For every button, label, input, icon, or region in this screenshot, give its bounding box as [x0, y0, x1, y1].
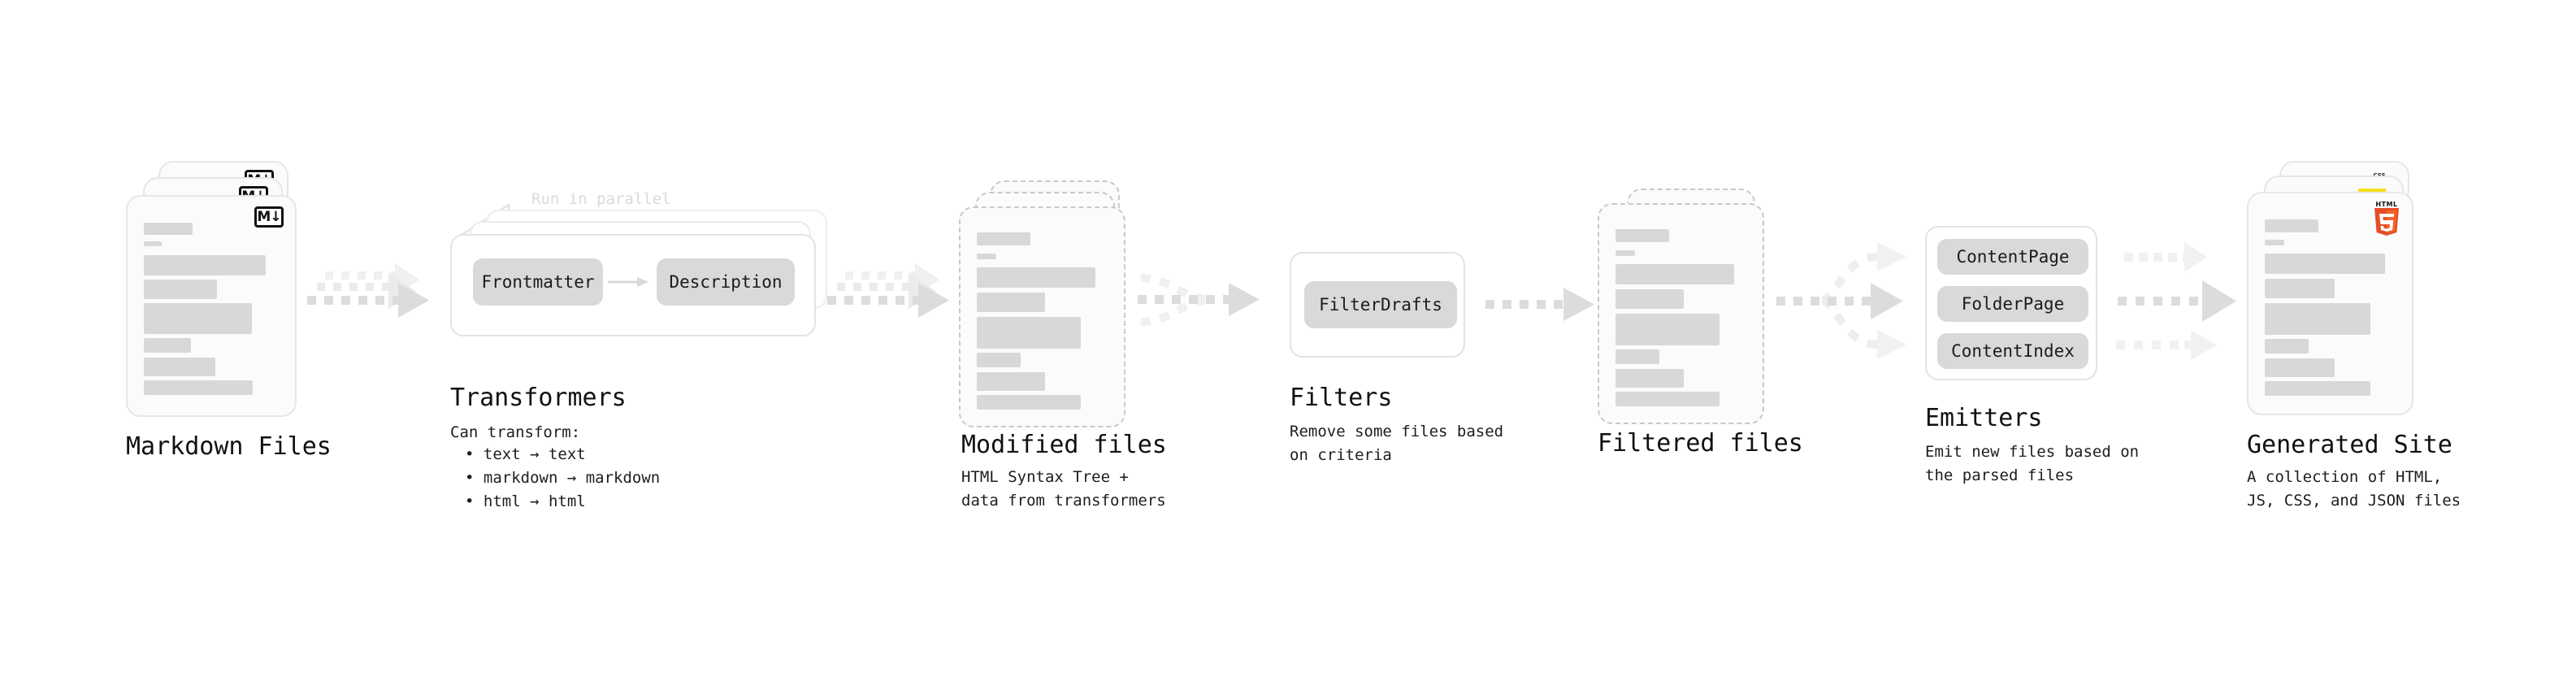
arrow-modified-to-filters — [1138, 268, 1292, 333]
skeleton-line — [977, 372, 1045, 391]
transformer-node-frontmatter[interactable]: Frontmatter — [473, 258, 603, 306]
modified-card-front — [959, 206, 1125, 427]
arrow-md-to-transformers — [307, 263, 437, 333]
skeleton-line — [1615, 289, 1684, 309]
skeleton-line — [1615, 349, 1659, 364]
filtered-files-stack — [1598, 189, 1785, 432]
skeleton-line — [977, 293, 1045, 312]
transformers-title: Transformers — [450, 384, 627, 412]
skeleton-line — [977, 267, 1095, 288]
skeleton-line — [2265, 254, 2385, 274]
skeleton-line — [144, 338, 191, 353]
transformer-inner-arrow-front — [608, 277, 648, 287]
arrow-filters-to-filtered-svg — [1485, 288, 1594, 321]
skeleton-line — [144, 241, 162, 246]
emitter-node-contentindex[interactable]: ContentIndex — [1937, 333, 2088, 369]
arrow-filters-to-filtered — [1485, 288, 1607, 332]
transformer-node-description[interactable]: Description — [657, 258, 795, 306]
generated-site-title: Generated Site — [2247, 431, 2452, 459]
emitters-title: Emitters — [1925, 404, 2043, 432]
skeleton-line — [144, 358, 215, 376]
transformers-subtitle: Can transform: — [450, 423, 581, 441]
emitters-subtitle: Emit new files based on the parsed files — [1925, 443, 2140, 484]
skeleton-line — [977, 353, 1021, 367]
arrow-modified-to-filters-svg — [1138, 274, 1260, 326]
arrow-filtered-to-emitters-svg — [1776, 242, 1906, 359]
html5-shield-svg — [2374, 208, 2399, 236]
run-in-parallel-label: Run in parallel — [531, 190, 671, 208]
transformers-bullet: • html → html — [465, 492, 586, 510]
generated-site-subtitle: A collection of HTML, JS, CSS, and JSON … — [2247, 468, 2461, 510]
markdown-icon-front: M↓ — [254, 206, 284, 228]
skeleton-line — [2265, 358, 2335, 377]
emitter-node-folderpage[interactable]: FolderPage — [1937, 286, 2088, 322]
skeleton-line — [1615, 392, 1720, 406]
generated-card-front: HTML — [2247, 192, 2413, 415]
emitter-box: ContentPage FolderPage ContentIndex — [1925, 226, 2097, 380]
filtered-card-front — [1598, 203, 1764, 424]
skeleton-line — [977, 395, 1081, 410]
skeleton-line — [144, 255, 266, 275]
skeleton-line — [144, 303, 252, 334]
skeleton-line — [977, 232, 1030, 245]
skeleton-line — [1615, 369, 1684, 388]
emitter-node-contentpage[interactable]: ContentPage — [1937, 239, 2088, 275]
markdown-files-stack: M↓ M↓ M↓ — [126, 161, 309, 429]
emitters-group: ContentPage FolderPage ContentIndex — [1925, 226, 2097, 380]
markdown-card-front: M↓ — [126, 195, 297, 417]
transformers-bullet: • text → text — [465, 445, 586, 463]
skeleton-line — [144, 280, 217, 299]
filter-box: FilterDrafts — [1290, 252, 1465, 358]
skeleton-line — [977, 254, 996, 259]
skeleton-line — [1615, 314, 1720, 345]
filter-node-filterdrafts[interactable]: FilterDrafts — [1304, 281, 1457, 328]
transformers-bullet: • markdown → markdown — [465, 468, 661, 487]
skeleton-line — [144, 380, 253, 395]
markdown-files-title: Markdown Files — [126, 432, 332, 461]
transformer-box-front: Frontmatter Description — [450, 234, 816, 336]
skeleton-line — [1615, 264, 1734, 284]
skeleton-line — [1615, 229, 1669, 242]
skeleton-line — [1615, 250, 1635, 256]
modified-files-stack — [959, 180, 1146, 432]
arrow-emitters-to-site — [2113, 234, 2259, 368]
transformers-bullets: • text → text • markdown → markdown • ht… — [465, 443, 660, 514]
html5-icon-label: HTML — [2375, 201, 2398, 208]
filters-title: Filters — [1290, 384, 1393, 412]
filters-group: FilterDrafts — [1290, 252, 1465, 358]
transformers-group: Run in parallel Frontmatter Description — [450, 190, 832, 359]
generated-site-stack: CSS HTML — [2247, 161, 2442, 429]
filtered-files-title: Filtered files — [1598, 429, 1803, 458]
skeleton-line — [2265, 240, 2284, 245]
filters-subtitle: Remove some files based on criteria — [1290, 423, 1504, 464]
arrow-transformers-to-modified-svg — [827, 263, 949, 318]
skeleton-line — [2265, 219, 2318, 232]
html5-shield: HTML — [2373, 201, 2400, 236]
skeleton-line — [977, 317, 1081, 349]
skeleton-line — [2265, 381, 2370, 396]
modified-files-title: Modified files — [961, 431, 1167, 459]
html5-icon: HTML — [2373, 201, 2400, 236]
skeleton-line — [2265, 303, 2370, 335]
arrow-emitters-to-site-svg — [2116, 242, 2236, 360]
modified-files-subtitle: HTML Syntax Tree + data from transformer… — [961, 468, 1166, 510]
markdown-icon-front-label: M↓ — [254, 206, 284, 228]
skeleton-line — [2265, 339, 2309, 354]
arrow-md-to-transformers-svg — [307, 263, 429, 318]
skeleton-line — [144, 223, 193, 235]
arrow-filtered-to-emitters — [1776, 234, 1939, 368]
arrow-transformers-to-modified — [827, 263, 957, 333]
skeleton-line — [2265, 279, 2335, 298]
